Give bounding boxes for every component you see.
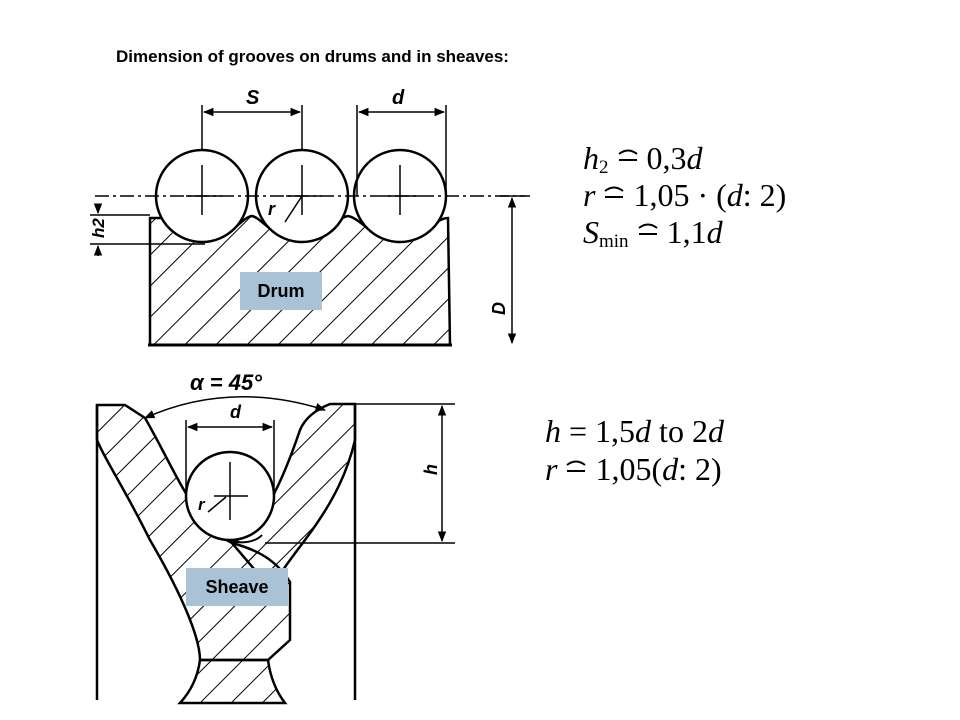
- drum-label-h2: h2: [89, 218, 108, 238]
- page-title: Dimension of grooves on drums and in she…: [116, 47, 509, 66]
- drum-formula-h2: h2 0,3d: [583, 140, 703, 178]
- drum-formula-smin: Smin 1,1d: [583, 214, 723, 252]
- approx-sign: [603, 182, 625, 204]
- sheave-label-d: d: [230, 402, 242, 422]
- sheave-label-alpha: α = 45°: [190, 370, 262, 395]
- sheave-formula-h: h = 1,5d to 2d: [545, 413, 724, 449]
- approx-sign: [565, 456, 587, 478]
- sheave-tag: Sheave: [186, 568, 288, 606]
- sheave-formula-r: r 1,05(d: 2): [545, 451, 722, 487]
- approx-sign: [637, 219, 659, 241]
- approx-sign: [617, 145, 639, 167]
- sheave-hub: [177, 658, 288, 705]
- drum-label-d: d: [392, 87, 405, 109]
- sheave-label-h: h: [421, 464, 441, 475]
- sheave-label-r: r: [198, 495, 206, 514]
- drum-label-s: S: [246, 87, 260, 109]
- drum-label-r: r: [268, 199, 276, 219]
- sheave-diagram: α = 45° d r h: [95, 370, 455, 705]
- drum-label-D: D: [489, 302, 509, 315]
- drum-formula-r: r 1,05 · (d: 2): [583, 177, 787, 213]
- drum-tag: Drum: [240, 272, 322, 310]
